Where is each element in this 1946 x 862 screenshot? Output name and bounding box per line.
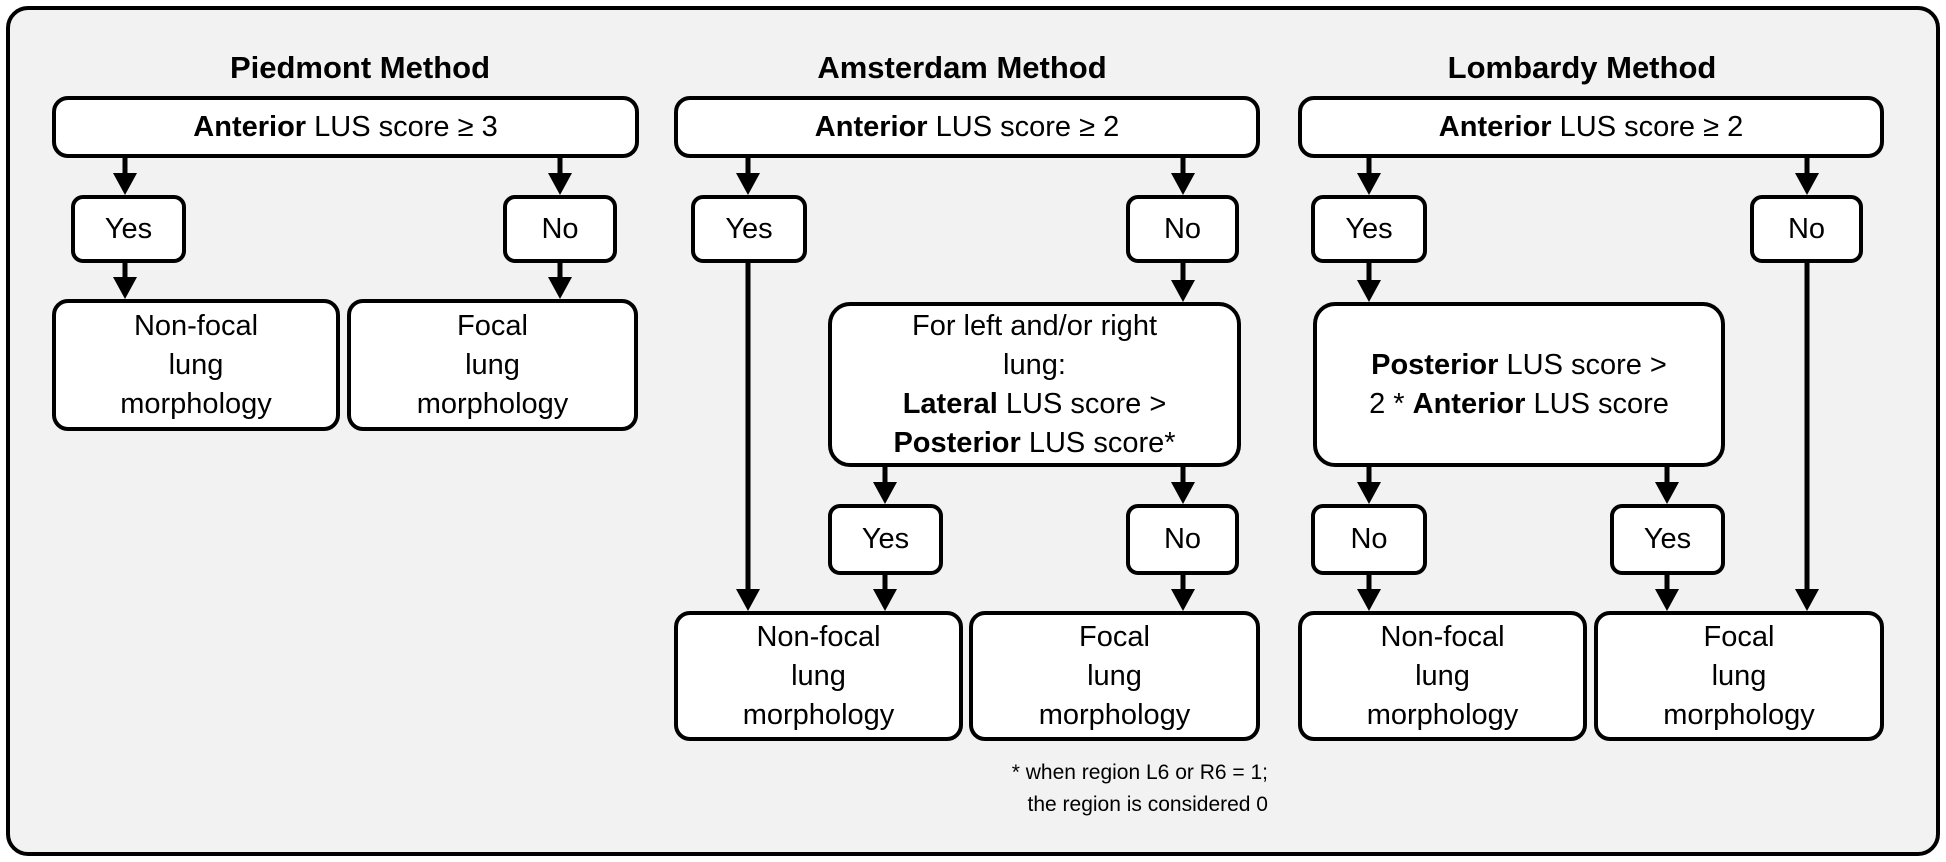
arrow	[1357, 263, 1381, 302]
piedmont-no: No	[503, 195, 617, 263]
arrow	[1357, 467, 1381, 504]
arrow	[1655, 575, 1679, 611]
arrow	[548, 263, 572, 299]
arrow	[1171, 158, 1195, 195]
arrow	[1171, 575, 1195, 611]
arrow	[1357, 575, 1381, 611]
lombardy-title: Lombardy Method	[1447, 50, 1717, 85]
amsterdam-yes2: Yes	[828, 504, 943, 575]
arrow	[736, 158, 760, 195]
arrow	[548, 158, 572, 195]
amsterdam-no2: No	[1126, 504, 1239, 575]
arrow	[1171, 263, 1195, 302]
lombardy-no2: No	[1311, 504, 1427, 575]
arrow	[873, 575, 897, 611]
arrow	[1357, 158, 1381, 195]
arrow	[113, 158, 137, 195]
arrow	[1171, 467, 1195, 504]
amsterdam-title: Amsterdam Method	[817, 50, 1107, 85]
amsterdam-footnote: * when region L6 or R6 = 1;the region is…	[1011, 761, 1268, 816]
question-bold: Anterior	[193, 110, 307, 143]
lombardy-yes: Yes	[1311, 195, 1427, 263]
lombardy-second-question: Posterior LUS score >2 * Anterior LUS sc…	[1313, 302, 1725, 467]
piedmont-yes: Yes	[71, 195, 186, 263]
piedmont-title: Piedmont Method	[229, 50, 491, 85]
lombardy-no: No	[1750, 195, 1863, 263]
arrow	[113, 263, 137, 299]
arrow	[873, 467, 897, 504]
amsterdam-no: No	[1126, 195, 1239, 263]
arrow	[736, 263, 760, 611]
question-rest: LUS score ≥ 3	[306, 110, 498, 143]
lombardy-yes2: Yes	[1610, 504, 1725, 575]
amsterdam-yes: Yes	[691, 195, 807, 263]
arrow	[1655, 467, 1679, 504]
lombardy-question: Anterior LUS score ≥ 2	[1298, 96, 1884, 158]
arrow	[1795, 158, 1819, 195]
amsterdam-question: Anterior LUS score ≥ 2	[674, 96, 1260, 158]
piedmont-question: Anterior LUS score ≥ 3	[52, 96, 639, 158]
arrow	[1795, 263, 1819, 611]
